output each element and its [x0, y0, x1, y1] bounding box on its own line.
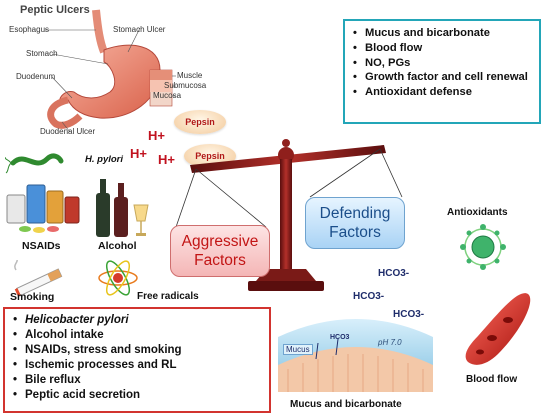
aggressive-factors-list-box: Helicobacter pylori Alcohol intake NSAID…	[3, 307, 271, 413]
h-plus-2: H+	[130, 146, 147, 161]
defending-item: Antioxidant defense	[351, 85, 533, 100]
stomach-title: Peptic Ulcers	[20, 4, 90, 16]
label-smoking: Smoking	[10, 291, 55, 303]
hco3-ion-2: HCO3-	[353, 291, 385, 302]
aggressive-item: Peptic acid secretion	[11, 388, 263, 403]
label-free-radicals: Free radicals	[137, 291, 199, 302]
defending-label-line2: Factors	[329, 224, 381, 241]
label-nsaids: NSAIDs	[22, 240, 61, 252]
aggressive-label-line2: Factors	[194, 252, 246, 269]
defending-factors-list-box: Mucus and bicarbonate Blood flow NO, PGs…	[343, 19, 541, 124]
defending-factors-box: Defending Factors	[305, 197, 405, 249]
defending-label-line1: Defending	[319, 205, 391, 222]
label-mucosa: Mucosa	[153, 91, 182, 100]
aggressive-factors-list: Helicobacter pylori Alcohol intake NSAID…	[11, 313, 263, 403]
aggressive-item: Helicobacter pylori	[11, 313, 263, 328]
label-muscle: Muscle	[177, 71, 203, 80]
defending-item: NO, PGs	[351, 56, 533, 71]
label-alcohol: Alcohol	[98, 240, 137, 252]
defending-item: Mucus and bicarbonate	[351, 26, 533, 41]
ph-tag: pH 7.0	[378, 338, 402, 347]
hco3-inner-tag: HCO3	[330, 334, 350, 341]
mucus-bicarbonate-illustration	[278, 319, 433, 392]
aggressive-item: Alcohol intake	[11, 328, 263, 343]
aggressive-factors-box: Aggressive Factors	[170, 225, 270, 277]
stomach-illustration	[45, 9, 176, 133]
h-plus-1: H+	[148, 128, 165, 143]
label-duodenum: Duodenum	[16, 72, 56, 81]
label-stomach: Stomach	[26, 49, 58, 58]
h-plus-3: H+	[158, 152, 175, 167]
defending-item: Blood flow	[351, 41, 533, 56]
label-antioxidants: Antioxidants	[447, 207, 508, 218]
stomach-diagram: Peptic Ulcers Esophagus Stomach Ulcer St…	[0, 0, 206, 140]
label-stomach-ulcer: Stomach Ulcer	[113, 25, 166, 34]
pepsin-pill-1: Pepsin	[174, 110, 226, 134]
aggressive-item: Ischemic processes and RL	[11, 358, 263, 373]
label-h-pylori: H. pylori	[85, 154, 124, 165]
defending-item: Growth factor and cell renewal	[351, 70, 533, 85]
aggressive-label-line1: Aggressive	[181, 233, 259, 250]
hco3-ion-3: HCO3-	[393, 309, 425, 320]
defending-factors-list: Mucus and bicarbonate Blood flow NO, PGs…	[351, 26, 533, 100]
aggressive-item: NSAIDs, stress and smoking	[11, 343, 263, 358]
label-mucus-bicarbonate: Mucus and bicarbonate	[290, 399, 402, 410]
cigarette-icon	[14, 260, 63, 297]
label-esophagus: Esophagus	[9, 25, 50, 34]
free-radicals-atom-icon	[98, 260, 138, 296]
label-blood-flow: Blood flow	[466, 374, 518, 385]
nsaids-pills-icon	[6, 184, 80, 233]
balance-scale-icon	[175, 139, 403, 291]
aggressive-item: Bile reflux	[11, 373, 263, 388]
label-duodenal-ulcer: Duodenal Ulcer	[40, 127, 96, 136]
hco3-ion-1: HCO3-	[378, 268, 410, 279]
alcohol-bottles-icon	[96, 179, 149, 237]
label-submucosa: Submucosa	[164, 81, 207, 90]
mucus-tag: Mucus	[283, 344, 313, 355]
blood-vessel-icon	[465, 293, 531, 365]
antioxidant-molecule-icon	[460, 224, 506, 270]
h-pylori-bacterium-icon	[5, 153, 64, 174]
